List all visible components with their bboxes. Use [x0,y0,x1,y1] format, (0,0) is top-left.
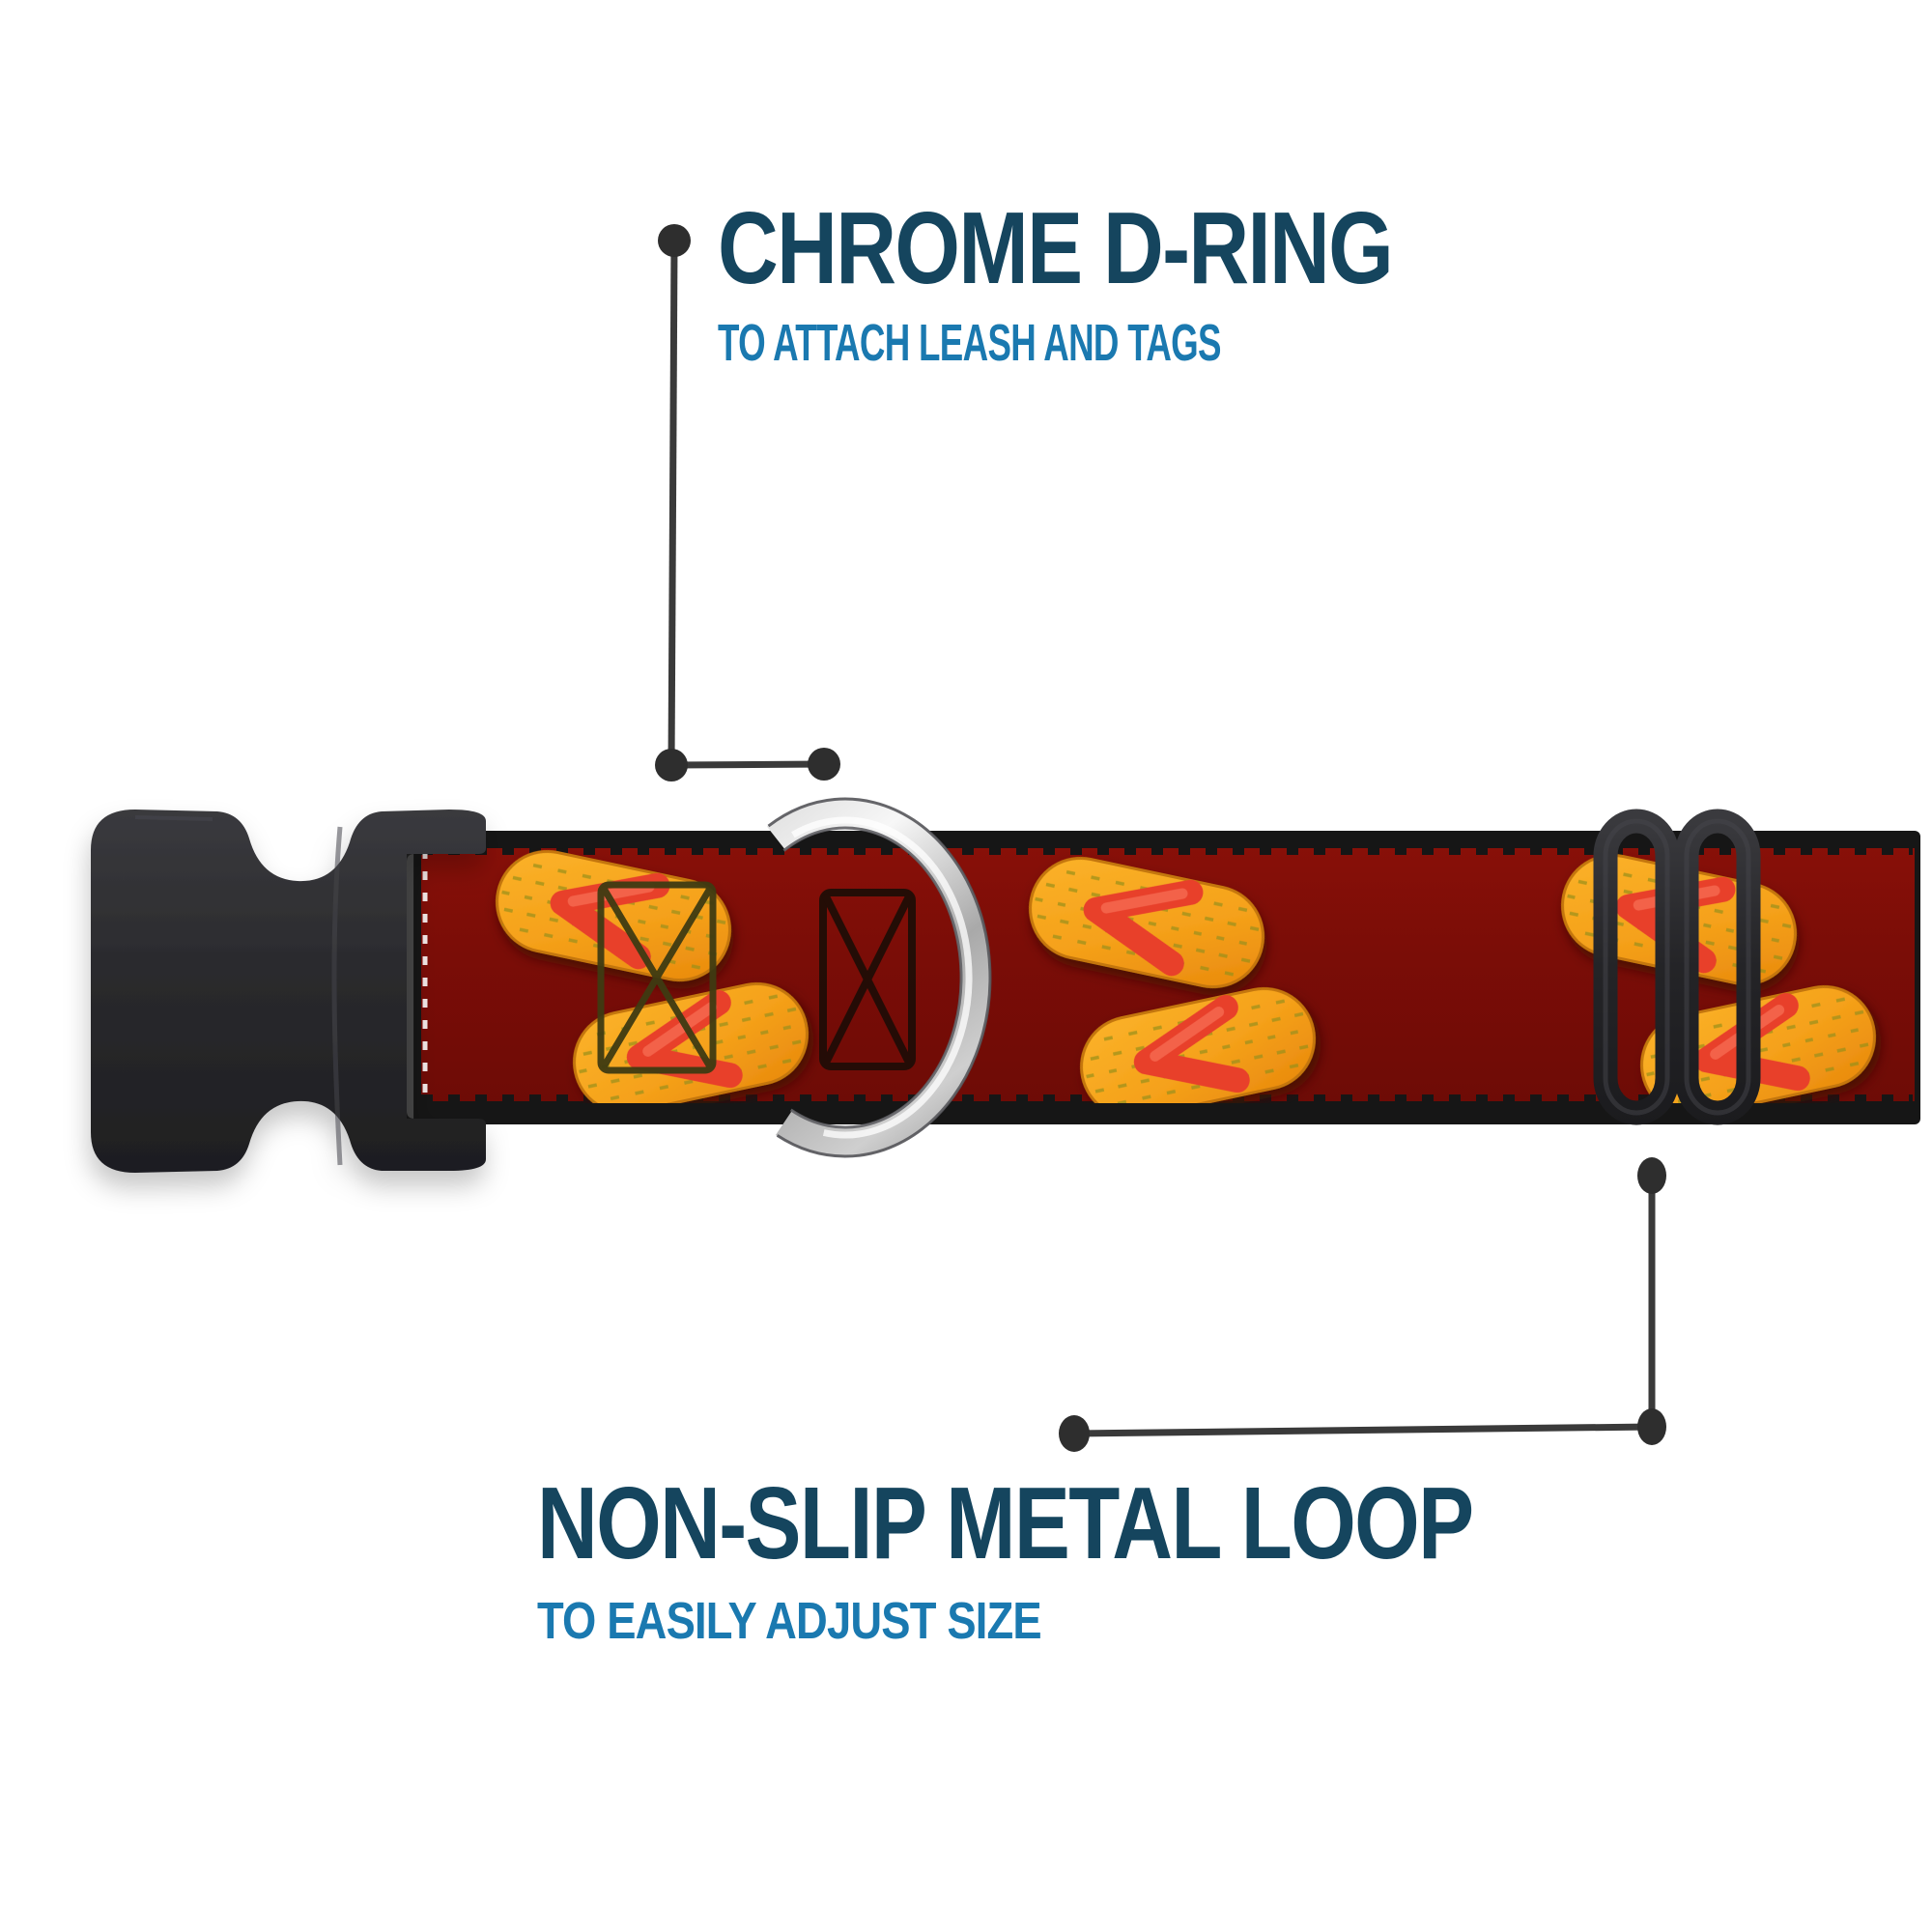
leader-dot [655,749,688,781]
callout-subtitle-d-ring: TO ATTACH LEASH AND TAGS [718,314,1222,372]
callout-subtitle-metal-loop: TO EASILY ADJUST SIZE [537,1592,1042,1650]
callout-title-d-ring: CHROME D-RING [718,191,1394,305]
callout-title-metal-loop: NON-SLIP METAL LOOP [537,1466,1474,1580]
slider-loop [1593,809,1761,1125]
leader-dot [808,748,840,781]
leader-bottom [1059,1157,1666,1452]
stitch-box-left [597,881,717,1074]
leader-dot [1637,1157,1666,1194]
side-release-buckle [91,810,486,1173]
leader-dot [658,224,691,257]
chrome-d-ring [766,797,992,1158]
stitch-box-right [819,889,916,1070]
leader-dot [1059,1415,1090,1452]
leader-dot [1637,1408,1666,1445]
leader-top [655,224,840,781]
